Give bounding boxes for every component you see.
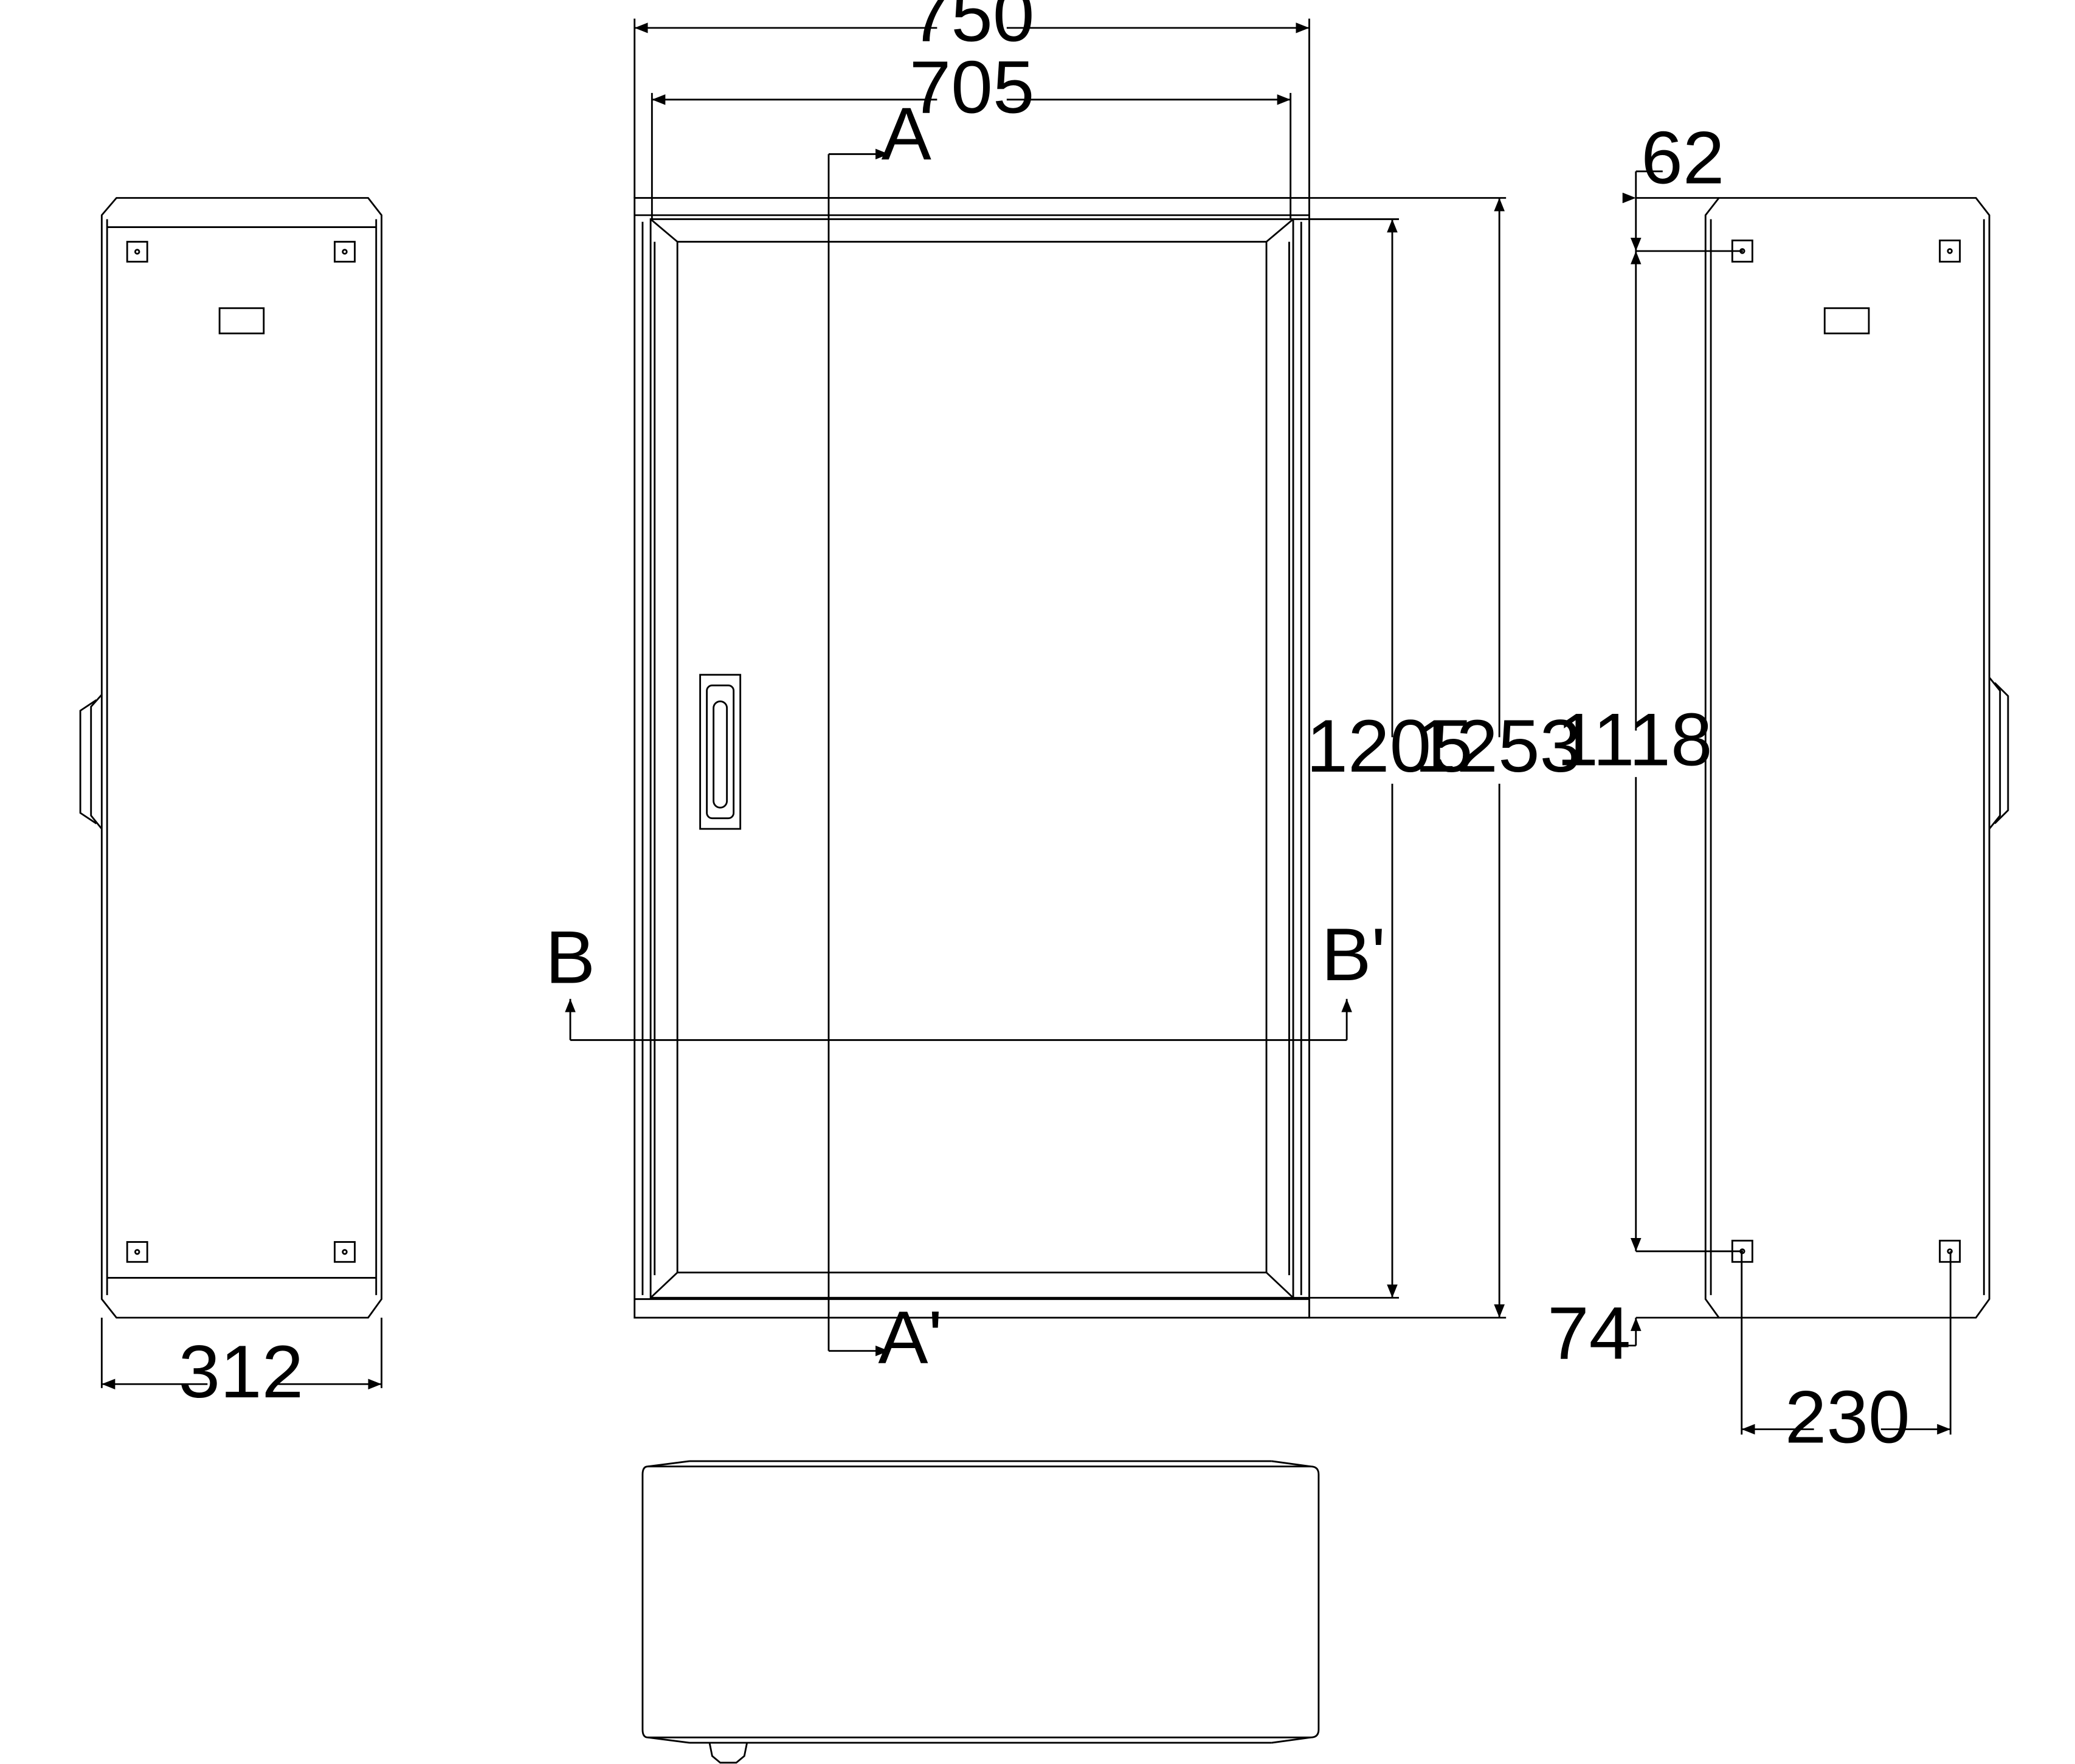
bottom-lock-knob [708,1742,748,1764]
section-b-end-label: B' [1321,914,1386,997]
section-b-start-label: B [545,916,595,999]
left-side-view [79,197,382,1319]
mounting-hole [334,241,356,263]
dim-hole-bottom-offset: 74 [1547,1292,1631,1375]
dim-overall-height: 1253 [1415,705,1581,788]
right-side-view [1704,197,2009,1319]
dim-side-depth: 312 [178,1331,303,1414]
section-labels: A A' B B' [545,93,1386,1380]
dim-inner-width: 705 [910,46,1035,129]
front-view [634,197,1310,1319]
section-line-a [827,148,889,1357]
door-handle [699,674,742,830]
dimension-lines [100,18,1952,1435]
mounting-hole [126,1241,148,1263]
mounting-hole [334,1241,356,1263]
dim-hole-spacing-vertical: 1118 [1557,699,1713,781]
section-line-b [565,998,1352,1041]
dim-hole-spacing-horizontal: 230 [1785,1376,1910,1459]
section-a-start-label: A [882,93,931,176]
dim-hole-top-offset: 62 [1641,117,1724,199]
dim-door-height: 1205 [1306,705,1473,788]
bottom-view [641,1460,1320,1764]
dimension-labels: 750 705 1205 1253 62 1118 74 312 230 [178,0,1910,1459]
mounting-hole [1939,239,1961,263]
mounting-hole [126,241,148,263]
section-a-end-label: A' [878,1296,942,1379]
dim-overall-width: 750 [910,0,1035,58]
